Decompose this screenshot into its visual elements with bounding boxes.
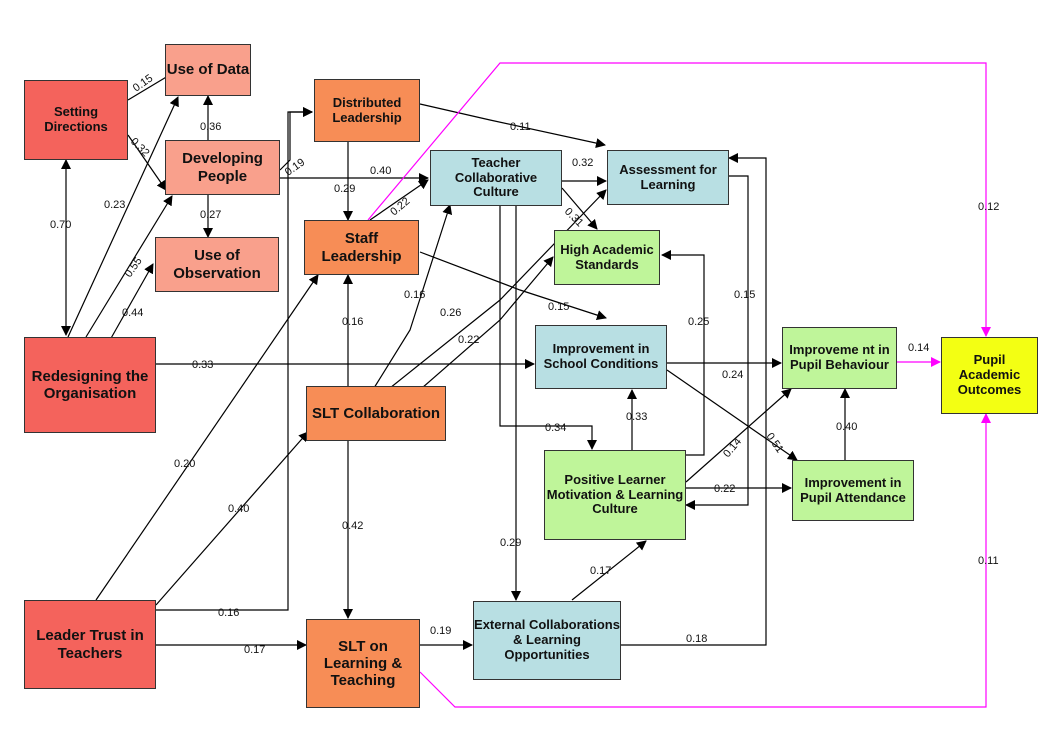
coef-att-beh: 0.40	[836, 421, 857, 433]
node-positive-learner-motivation: Positive Learner Motivation & Learning C…	[544, 450, 686, 540]
node-setting-directions: Setting Directions	[24, 80, 128, 160]
coef-sltlt-pao: 0.11	[978, 555, 999, 567]
coef-ltt-dl: 0.16	[218, 607, 239, 619]
coef-tcc-has: 0.31	[562, 206, 586, 230]
coef-isc-att: 0.51	[764, 431, 786, 455]
coef-beh-pao: 0.14	[908, 342, 929, 354]
arrow-tcc-plm	[499, 206, 597, 450]
coef-tcc-plm: 0.34	[545, 422, 566, 434]
coef-red-isc: 0.33	[192, 359, 213, 371]
coef-dp-data: 0.36	[200, 121, 221, 133]
coef-ltt-slt: 0.40	[228, 503, 249, 515]
coef-ext-afl: 0.18	[686, 633, 707, 645]
coef-dl-staff: 0.29	[334, 183, 355, 195]
arrow-ext-plm	[571, 540, 647, 601]
coef-ext-plm: 0.17	[590, 565, 611, 577]
node-redesigning-the-organisation: Redesigning the Organisation	[24, 337, 156, 433]
arrow-ext-afl	[621, 153, 767, 646]
coef-staff-isc: 0.15	[548, 301, 569, 313]
arrow-staff-pao	[367, 62, 991, 337]
arrow-tcc-has	[561, 187, 598, 230]
coef-tcc-pao: 0.12	[978, 201, 999, 213]
node-slt-on-learning-teaching: SLT on Learning & Teaching	[306, 619, 420, 708]
node-high-academic-standards: High Academic Standards	[554, 230, 660, 285]
node-improvement-in-pupil-behaviour: Improveme nt in Pupil Behaviour	[782, 327, 897, 389]
coef-red-data: 0.23	[104, 199, 125, 211]
coef-dp-tcc: 0.40	[370, 165, 391, 177]
node-leader-trust-in-teachers: Leader Trust in Teachers	[24, 600, 156, 689]
coef-ltt-sltlt: 0.17	[244, 644, 265, 656]
coef-dp-dl: 0.19	[283, 156, 307, 178]
arrow-ltt-slt	[155, 431, 309, 606]
node-external-collaborations: External Collaborations & Learning Oppor…	[473, 601, 621, 680]
arrow-dl-afl	[419, 103, 606, 148]
coef-att-plm: 0.22	[714, 483, 735, 495]
coef-staff-tcc: 0.22	[388, 195, 412, 218]
coef-tcc-ext: 0.29	[500, 537, 521, 549]
node-use-of-data: Use of Data	[165, 44, 251, 96]
arrow-plm-beh	[685, 388, 792, 483]
node-improvement-in-pupil-attendance: Improvement in Pupil Attendance	[792, 460, 914, 521]
node-pupil-academic-outcomes: Pupil Academic Outcomes	[941, 337, 1038, 414]
node-use-of-observation: Use of Observation	[155, 237, 279, 292]
coef-plm-beh: 0.14	[721, 436, 744, 460]
arrow-plm-has	[661, 250, 705, 456]
coef-sd-redesign: 0.70	[50, 219, 71, 231]
coef-slt-afl: 0.26	[440, 307, 461, 319]
node-assessment-for-learning: Assessment for Learning	[607, 150, 729, 205]
arrow-slt-has	[421, 256, 554, 389]
arrow-afl-att	[685, 175, 749, 510]
arrow-red-dp	[85, 195, 173, 338]
arrow-red-obs	[109, 263, 154, 341]
coef-tcc-afl: 0.32	[572, 157, 593, 169]
arrow-ltt-dl	[156, 107, 313, 611]
node-improvement-in-school-conditions: Improvement in School Conditions	[535, 325, 667, 389]
arrow-isc-att	[666, 369, 798, 461]
arrow-staff-isc	[419, 251, 607, 320]
node-developing-people: Developing People	[165, 140, 280, 195]
coef-red-dp: 0.55	[123, 255, 145, 279]
arrow-red-data	[67, 96, 179, 338]
arrow-slt-tcc	[373, 204, 453, 389]
node-slt-collaboration: SLT Collaboration	[306, 386, 446, 441]
arrow-sd-dp	[127, 134, 167, 191]
node-teacher-collaborative-culture: Teacher Collaborative Culture	[430, 150, 562, 206]
arrow-staff-tcc	[369, 179, 429, 221]
coef-plm-isc: 0.33	[626, 411, 647, 423]
coef-slt-tcc: 0.16	[404, 289, 425, 301]
node-distributed-leadership: Distributed Leadership	[314, 79, 420, 142]
coef-plm-has: 0.25	[688, 316, 709, 328]
coef-slt-sltlt: 0.42	[342, 520, 363, 532]
coef-dl-afl: 0.11	[510, 121, 531, 133]
coef-dp-obs: 0.27	[200, 209, 221, 221]
coef-isc-beh: 0.24	[722, 369, 743, 381]
node-staff-leadership: Staff Leadership	[304, 220, 419, 275]
coef-sltlt-ext: 0.19	[430, 625, 451, 637]
coef-slt-staff: 0.16	[342, 316, 363, 328]
coef-afl-att: 0.15	[734, 289, 755, 301]
arrow-ltt-staff	[95, 274, 319, 601]
arrow-sltlt-pao	[419, 413, 991, 708]
coef-ltt-staff: 0.20	[174, 458, 195, 470]
coef-red-obs: 0.44	[122, 307, 143, 319]
coef-slt-has: 0.22	[458, 334, 479, 346]
